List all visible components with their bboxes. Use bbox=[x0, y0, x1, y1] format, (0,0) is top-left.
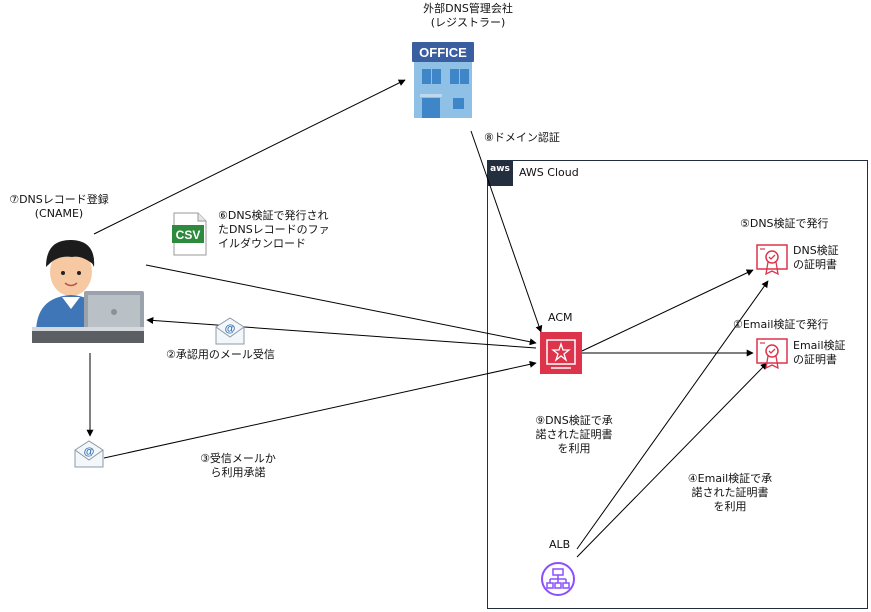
acm-label: ACM bbox=[548, 311, 573, 324]
edge-alb-to-dns-cert bbox=[576, 280, 769, 550]
email-certificate-label: Email検証 の証明書 bbox=[793, 339, 846, 366]
alb-label: ALB bbox=[549, 538, 571, 551]
step-3-label: ③受信メールか ら利用承諾 bbox=[200, 452, 276, 479]
edge-acm-to-user-mail bbox=[146, 316, 537, 349]
dns-certificate-label: DNS検証 の証明書 bbox=[793, 244, 839, 271]
office-sign-text: OFFICE bbox=[419, 45, 467, 60]
step-5-label: ⑤DNS検証で発行 bbox=[740, 217, 829, 230]
aws-cloud-group bbox=[487, 160, 868, 609]
csv-file-text: CSV bbox=[176, 228, 201, 242]
step-1-label: ①Email検証で発行 bbox=[733, 318, 829, 331]
aws-logo-text: aws bbox=[490, 164, 510, 174]
mail-received-icon: @ bbox=[215, 317, 245, 345]
registrar-label: 外部DNS管理会社 (レジストラー) bbox=[423, 2, 513, 29]
edge-user-to-acm bbox=[145, 264, 537, 346]
aws-cloud-title: AWS Cloud bbox=[519, 166, 579, 179]
acm-icon bbox=[540, 332, 582, 374]
step-9-label: ⑨DNS検証で承 諾された証明書 を利用 bbox=[535, 414, 613, 455]
office-building-icon: OFFICE bbox=[412, 42, 474, 118]
user-with-laptop-icon bbox=[32, 239, 144, 343]
mail-approve-at-symbol: @ bbox=[84, 446, 95, 458]
edge-user-to-registrar bbox=[93, 79, 406, 235]
step-2-label: ②承認用のメール受信 bbox=[166, 348, 275, 361]
step-6-label: ⑥DNS検証で発行され たDNSレコードのファ イルダウンロード bbox=[218, 209, 330, 250]
mail-received-at-symbol: @ bbox=[225, 323, 236, 335]
edge-acm-to-dns-cert bbox=[581, 269, 754, 352]
step-4-label: ④Email検証で承 諾された証明書 を利用 bbox=[687, 472, 773, 513]
csv-file-icon: CSV bbox=[172, 212, 207, 256]
mail-approve-icon: @ bbox=[74, 440, 104, 468]
step-7-label: ⑦DNSレコード登録 (CNAME) bbox=[9, 193, 109, 220]
email-certificate-icon bbox=[756, 338, 788, 370]
edge-registrar-to-acm bbox=[470, 130, 543, 333]
step-8-label: ⑧ドメイン認証 bbox=[484, 131, 560, 144]
edge-alb-to-email-cert bbox=[576, 362, 768, 558]
dns-certificate-icon bbox=[756, 244, 788, 276]
alb-icon bbox=[541, 562, 575, 596]
aws-logo-icon: aws bbox=[487, 160, 513, 186]
edge-mail-to-acm bbox=[103, 360, 537, 459]
